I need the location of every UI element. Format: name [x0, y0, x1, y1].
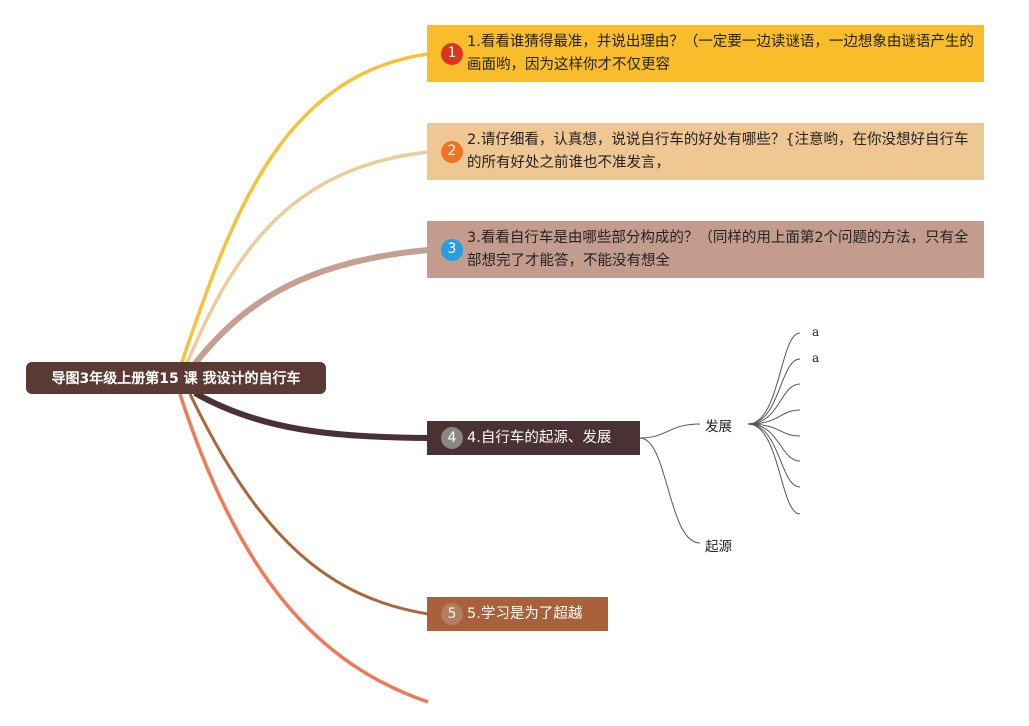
branch-topic-text: 2.请仔细看，认真想，说说自行车的好处有哪些？{注意哟，在你没想好自行车的所有好… — [467, 131, 969, 171]
branch-topic-text: 3.看看自行车是由哪些部分构成的？（同样的用上面第2个问题的方法，只有全部想完了… — [467, 229, 969, 269]
branch-topic-3[interactable]: 3 3.看看自行车是由哪些部分构成的？（同样的用上面第2个问题的方法，只有全部想… — [427, 221, 984, 278]
development-subitem[interactable]: a — [812, 325, 820, 339]
development-subitem[interactable]: a — [812, 351, 820, 365]
branch-topic-text: 4.自行车的起源、发展 — [467, 429, 612, 446]
branch-topic-4[interactable]: 4 4.自行车的起源、发展 — [427, 421, 640, 455]
branch-topic-text: 5.学习是为了超越 — [467, 605, 583, 622]
branch-5-connector — [188, 393, 429, 616]
extra-connector — [178, 393, 429, 704]
branch-4-connector — [193, 390, 429, 441]
number-badge-icon: 3 — [441, 238, 463, 261]
number-badge-icon: 2 — [441, 140, 463, 163]
subtopic-development[interactable]: 发展 — [705, 419, 732, 435]
branch-topic-2[interactable]: 2 2.请仔细看，认真想，说说自行车的好处有哪些？{注意哟，在你没想好自行车的所… — [427, 123, 984, 180]
branch-topic-text: 1.看看谁猜得最准，并说出理由？（一定要一边读谜语，一边想象由谜语产生的画面哟，… — [467, 33, 974, 73]
branch-3-connector — [187, 247, 429, 372]
subtopic-origin[interactable]: 起源 — [705, 539, 732, 555]
number-badge-icon: 1 — [441, 42, 463, 65]
number-badge-icon: 4 — [441, 427, 463, 449]
branch-topic-1[interactable]: 1 1.看看谁猜得最准，并说出理由？（一定要一边读谜语，一边想象由谜语产生的画面… — [427, 25, 984, 82]
root-topic[interactable]: 导图3年级上册第15 课 我设计的自行车 — [26, 362, 326, 394]
number-badge-icon: 5 — [441, 603, 463, 625]
root-topic-label: 导图3年级上册第15 课 我设计的自行车 — [51, 371, 301, 387]
branch-4-child-connectors — [639, 332, 801, 544]
branch-topic-5[interactable]: 5 5.学习是为了超越 — [427, 597, 608, 631]
branch-1-connector — [178, 52, 429, 369]
branch-2-connector — [183, 150, 429, 369]
